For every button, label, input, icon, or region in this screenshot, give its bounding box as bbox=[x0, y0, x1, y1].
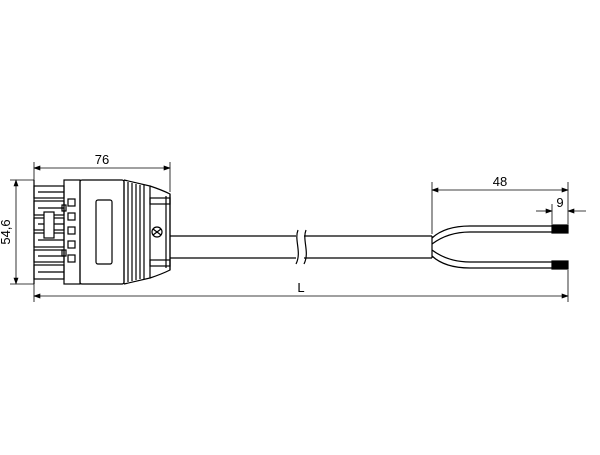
contact-fingers bbox=[33, 180, 65, 284]
dim-L-label: L bbox=[297, 280, 304, 295]
cable-segment-left bbox=[170, 235, 296, 259]
cable-segment-right bbox=[304, 235, 432, 259]
front-housing bbox=[61, 179, 81, 285]
dimension-total-length: L bbox=[33, 270, 569, 302]
wire-ends bbox=[431, 224, 569, 270]
wire-lower-stripped-end bbox=[551, 260, 569, 270]
connector-body bbox=[33, 179, 171, 285]
cable bbox=[170, 229, 433, 265]
wire-upper-stripped-end bbox=[551, 224, 569, 234]
strain-relief bbox=[123, 179, 171, 285]
dimension-end-strip: 9 bbox=[536, 195, 586, 224]
dim-76-label: 76 bbox=[95, 152, 109, 167]
dim-54-6-label: 54,6 bbox=[0, 219, 13, 244]
dimension-connector-height: 54,6 bbox=[0, 179, 34, 285]
cable-break-mark bbox=[295, 229, 307, 265]
wire-lower bbox=[431, 249, 552, 269]
main-housing bbox=[79, 179, 125, 285]
screw-icon bbox=[151, 226, 163, 238]
dim-9-label: 9 bbox=[556, 195, 563, 210]
dimension-strip-length: 48 bbox=[431, 174, 569, 234]
dim-48-label: 48 bbox=[493, 174, 507, 189]
wire-upper bbox=[431, 225, 552, 245]
